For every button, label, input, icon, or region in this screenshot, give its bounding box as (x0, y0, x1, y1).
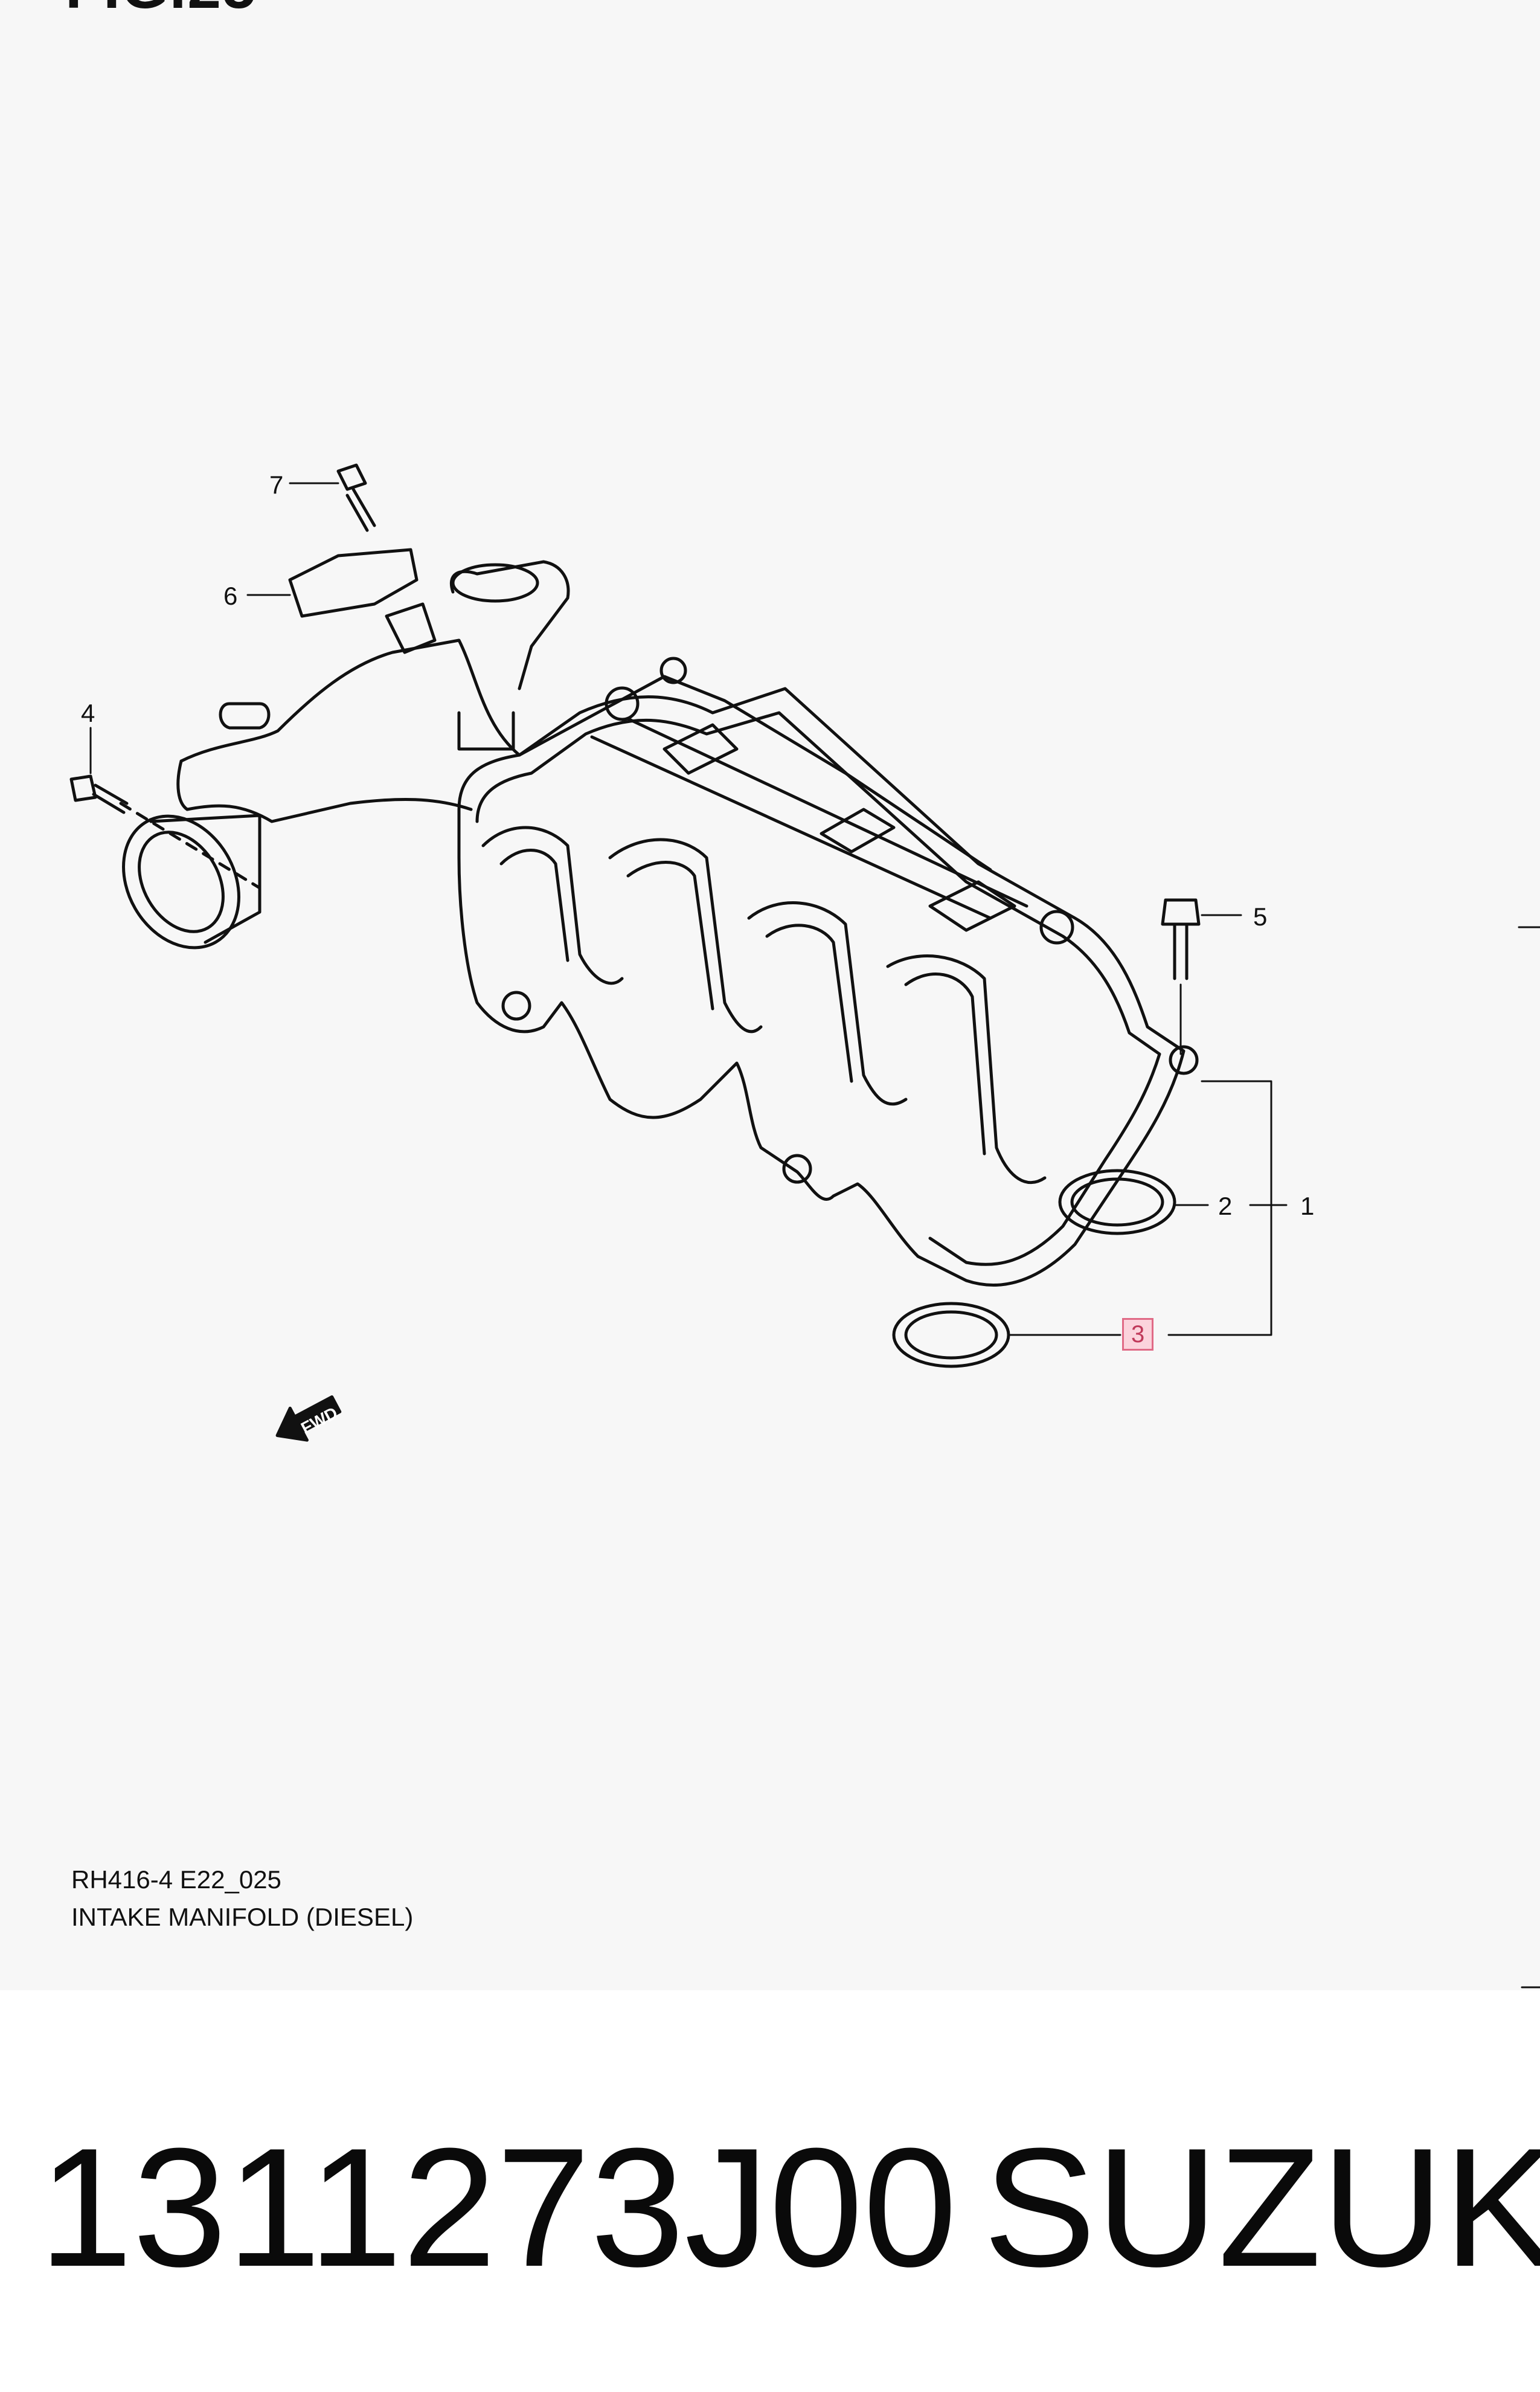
boss-top-2 (659, 657, 687, 684)
manifold-body-outline (457, 687, 1185, 1287)
runner-2 (608, 838, 763, 1034)
inlet-neck (179, 638, 521, 763)
runner-inner-1 (499, 849, 569, 962)
gasket-2-inner (1070, 1177, 1164, 1227)
bolt-5-shaft (1173, 922, 1189, 980)
inlet-flange (176, 759, 189, 811)
boss-top-1 (605, 686, 640, 721)
runner-3 (747, 901, 908, 1106)
gasket-2-outer (1058, 1169, 1176, 1235)
bolt-4-shaft (92, 783, 129, 814)
callout-5: 5 (1253, 902, 1268, 931)
runner-inner-4 (904, 973, 986, 1156)
runner-inner-2 (626, 861, 714, 1011)
bolt-5-head (1161, 898, 1201, 926)
gasket-3-inner (904, 1310, 998, 1360)
sensor-6-body (288, 548, 419, 618)
callout-2: 2 (1218, 1192, 1233, 1220)
callout-4: 4 (81, 699, 95, 727)
callout-6: 6 (223, 582, 238, 610)
diagram-panel: FIG.25 (65, 0, 1540, 1989)
boss-right-top (1039, 910, 1074, 945)
runner-inner-3 (765, 924, 853, 1083)
boss-left (501, 991, 531, 1021)
runner-4 (886, 954, 1047, 1185)
manifold-body-inner (475, 711, 1161, 1266)
callout-7: 7 (269, 471, 284, 499)
plenum-rib-5 (928, 880, 1016, 932)
diagram-name: INTAKE MANIFOLD (DIESEL) (71, 1903, 414, 1931)
inlet-cap (219, 702, 271, 730)
callout-3-highlighted[interactable]: 3 (1122, 1318, 1154, 1351)
footer: 1311273J00 SUZUKI (0, 1990, 1540, 2392)
figure-title: FIG.25 (65, 0, 257, 22)
elbow-port (451, 563, 539, 603)
elbow-duct (449, 560, 570, 690)
inlet-tube (149, 814, 261, 944)
callout-1: 1 (1300, 1192, 1315, 1220)
leader-3-right (1167, 1080, 1272, 1336)
plenum-rib-3 (663, 723, 739, 775)
boss-right (1169, 1045, 1199, 1075)
bolt-7-head (336, 463, 367, 491)
inlet-port-inner (138, 831, 225, 933)
elbow-bracket (457, 711, 515, 751)
plenum-rib-1 (590, 735, 992, 920)
intake-manifold-drawing: FWD (69, 463, 1540, 1989)
bolt-4-head (69, 774, 97, 802)
runner-1 (481, 826, 624, 985)
inlet-port-outer (122, 814, 240, 950)
sensor-6-connector (385, 602, 437, 654)
boss-mid (782, 1154, 812, 1184)
diagram-code: RH416-4 E22_025 (71, 1865, 281, 1894)
plenum-top (518, 675, 992, 872)
plenum-rib-4 (820, 808, 896, 854)
fwd-arrow-icon (275, 1395, 342, 1442)
inlet-dashed (119, 802, 261, 890)
bolt-7-shaft (345, 487, 376, 532)
part-number: 1311273J00 (39, 2114, 957, 2302)
brand-name: SUZUKI (983, 2114, 1540, 2302)
plenum-rib-2 (626, 717, 1028, 908)
inlet-neck-lower (185, 797, 473, 823)
